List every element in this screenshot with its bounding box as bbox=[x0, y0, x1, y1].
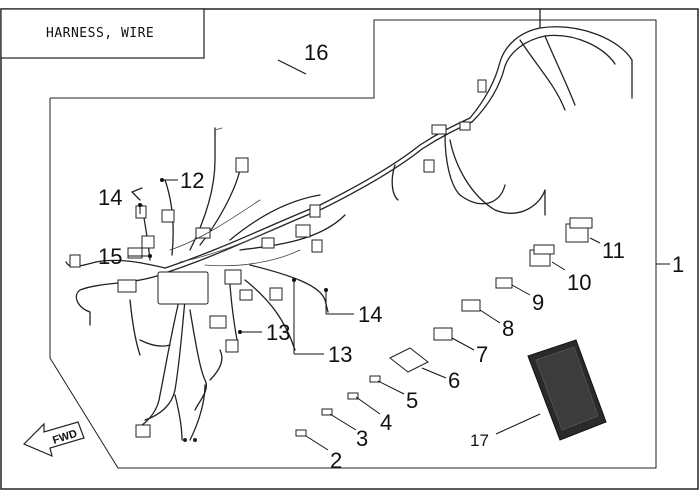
terminal-part-2 bbox=[295, 429, 329, 451]
callout-12: 12 bbox=[180, 168, 204, 193]
callout-7: 7 bbox=[476, 342, 488, 367]
callout-17: 17 bbox=[470, 431, 489, 450]
callout-14-lower: 14 bbox=[358, 302, 382, 327]
terminal-part-3 bbox=[321, 408, 357, 431]
fuse-part-7 bbox=[433, 327, 475, 351]
callout-4: 4 bbox=[380, 410, 392, 435]
callout-1: 1 bbox=[672, 252, 684, 277]
callout-9: 9 bbox=[532, 290, 544, 315]
forward-arrow-icon: FWD bbox=[22, 421, 85, 458]
callout-14-upper: 14 bbox=[98, 185, 122, 210]
fuse-part-9 bbox=[495, 277, 531, 296]
callout-11: 11 bbox=[602, 238, 625, 263]
terminal-part-5 bbox=[369, 375, 405, 395]
title-box bbox=[0, 8, 205, 59]
callout-6: 6 bbox=[448, 368, 460, 393]
relay-part-11 bbox=[565, 217, 601, 244]
callout-5: 5 bbox=[406, 388, 418, 413]
callout-8: 8 bbox=[502, 316, 514, 341]
assembly-outline bbox=[49, 19, 657, 469]
terminal-part-4 bbox=[347, 392, 381, 415]
diagram-title: HARNESS, WIRE bbox=[46, 26, 154, 41]
relay-part-10 bbox=[529, 244, 566, 271]
fuse-part-8 bbox=[461, 299, 501, 324]
callout-13-upper: 13 bbox=[266, 320, 290, 345]
outer-frame bbox=[0, 8, 699, 490]
cover-part-17 bbox=[495, 339, 607, 441]
callout-2: 2 bbox=[330, 448, 342, 473]
fuse-holder-part-6 bbox=[389, 347, 447, 379]
callout-3: 3 bbox=[356, 426, 368, 451]
callout-15: 15 bbox=[98, 244, 122, 269]
callout-13-lower: 13 bbox=[328, 342, 352, 367]
callout-16: 16 bbox=[304, 40, 328, 65]
callout-10: 10 bbox=[567, 270, 591, 295]
wire-harness bbox=[65, 9, 633, 442]
